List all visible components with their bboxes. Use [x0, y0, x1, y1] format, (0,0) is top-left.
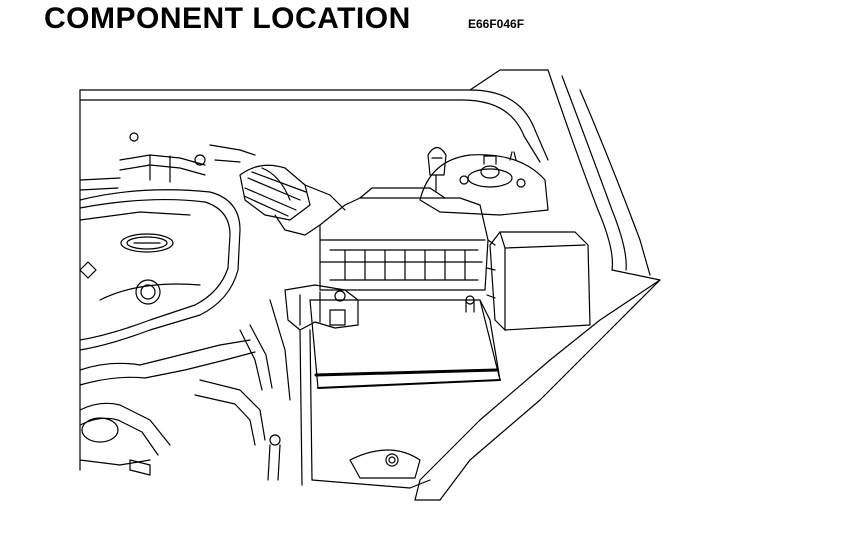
intake-hose [195, 145, 345, 235]
engine-cover [80, 190, 240, 350]
battery-tray [300, 330, 430, 488]
relay-box [487, 232, 590, 330]
filler-cap [428, 148, 446, 193]
fender-outline [415, 70, 660, 500]
page-title: COMPONENT LOCATION [44, 2, 411, 35]
battery-terminal [285, 285, 358, 330]
battery [310, 300, 500, 388]
strut-tower [420, 152, 548, 215]
upper-hoses [80, 133, 205, 190]
air-cleaner-box [320, 188, 488, 312]
figure-code: E66F046F [468, 17, 525, 31]
hood-seal-outline [80, 70, 548, 162]
lower-hoses [80, 300, 290, 480]
